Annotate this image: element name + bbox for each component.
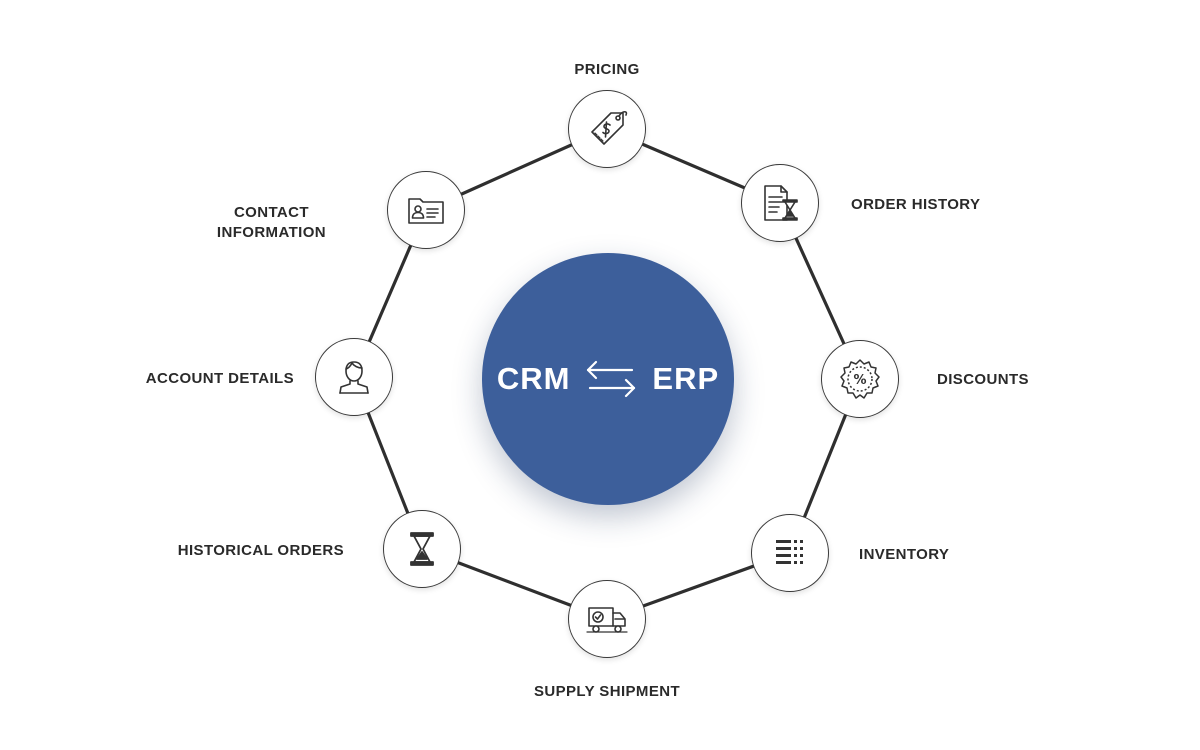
node-historical-orders [383, 510, 461, 588]
crm-label: CRM [496, 361, 571, 396]
label-discounts: DISCOUNTS [937, 371, 1029, 388]
user-icon [339, 361, 369, 394]
label-supply-shipment: SUPPLY SHIPMENT [533, 683, 681, 700]
node-supply-shipment [568, 580, 646, 658]
node-discounts: % [821, 340, 899, 418]
price-tag-icon [591, 110, 628, 145]
node-account-details [315, 338, 393, 416]
label-contact-line-2: INFORMATION [216, 224, 326, 241]
hourglass-icon [410, 532, 434, 566]
node-pricing [568, 90, 646, 168]
label-contact-line-1: CONTACT [233, 204, 309, 221]
label-historical-orders: HISTORICAL ORDERS [177, 542, 344, 559]
swap-arrows-icon [587, 360, 636, 398]
contact-card-icon [408, 198, 444, 224]
label-order-history: ORDER HISTORY [851, 196, 981, 213]
label-inventory: INVENTORY [859, 546, 950, 563]
percent-badge-icon: % [840, 359, 880, 399]
document-hourglass-icon [764, 185, 798, 221]
delivery-truck-icon [586, 607, 628, 633]
node-order-history [741, 164, 819, 242]
crm-erp-hub: CRM ERP [482, 253, 734, 505]
erp-label: ERP [652, 361, 720, 396]
list-icon [776, 540, 803, 564]
svg-text:%: % [853, 373, 866, 388]
label-contact-information: CONTACT INFORMATION [217, 203, 326, 243]
label-account-details: ACCOUNT DETAILS [145, 370, 294, 387]
label-pricing: PRICING [574, 61, 640, 78]
node-contact-information [387, 171, 465, 249]
node-inventory [751, 514, 829, 592]
